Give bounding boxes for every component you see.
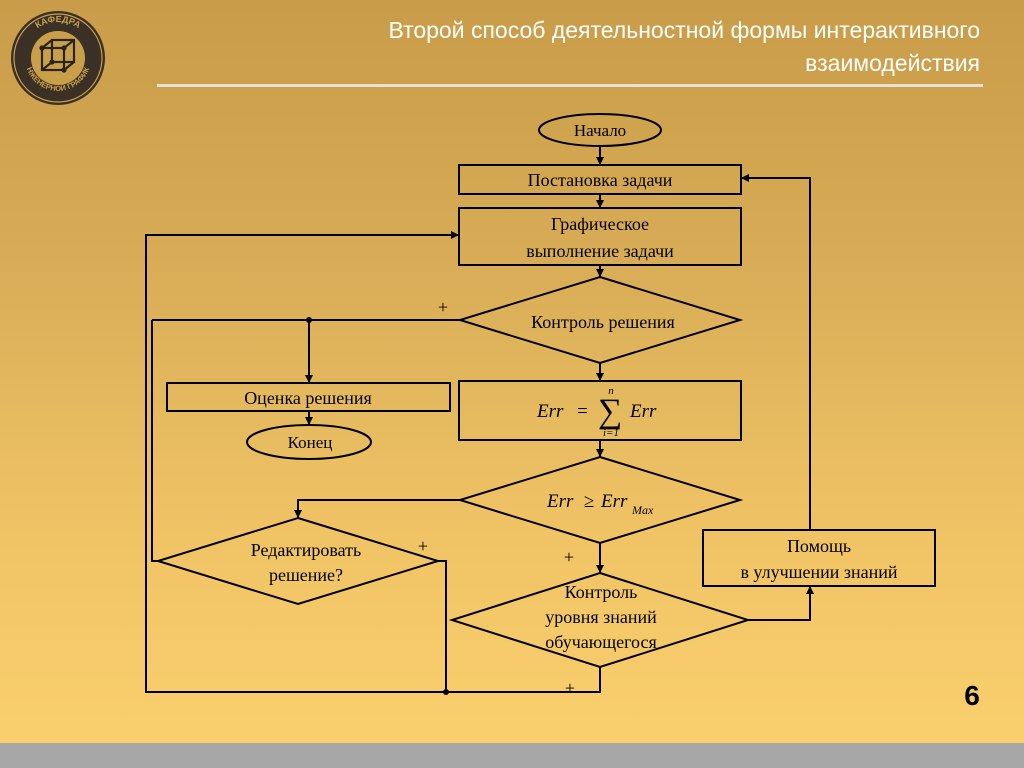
- plus-sign-control: +: [438, 297, 448, 317]
- knowledge-help-box: [702, 529, 936, 587]
- compare-lhs: Err: [546, 491, 574, 512]
- graphic-execution-label-1: Графическое: [551, 214, 649, 234]
- knowledge-help-label-1: Помощь: [787, 536, 851, 556]
- department-logo: КАФЕДРА ИНЖЕНЕРНОЙ ГРАФИКИ: [8, 8, 105, 105]
- knowledge-control-label-2: уровня знаний: [545, 607, 657, 627]
- control-solution-label: Контроль решения: [531, 312, 675, 332]
- junction-dot: [306, 317, 312, 323]
- knowledge-help-label-2: в улучшении знаний: [740, 562, 897, 582]
- junction-dot: [443, 689, 449, 695]
- page-number: 6: [964, 680, 980, 711]
- svg-text:КАФЕДРА: КАФЕДРА: [33, 14, 83, 30]
- slide-title: Второй способ деятельностной формы интер…: [388, 17, 981, 76]
- compare-rhs-subscript: Max: [631, 503, 654, 517]
- edit-solution-label-1: Редактировать: [251, 540, 362, 560]
- task-setup-label: Постановка задачи: [528, 170, 673, 190]
- compare-rhs: Err: [600, 491, 628, 512]
- connector-edit-minus: [151, 320, 158, 562]
- formula-sum-bottom: i=1: [603, 427, 619, 439]
- evaluate-solution-label: Оценка решения: [244, 388, 372, 408]
- footer-bar: [0, 743, 1024, 768]
- formula-lhs: Err: [536, 401, 564, 422]
- sum-sign-icon: ∑: [598, 393, 622, 430]
- knowledge-control-label-3: обучающегося: [545, 632, 656, 652]
- error-compare-formula: Err ≥ Err Max: [546, 491, 654, 517]
- formula-equals: =: [577, 401, 588, 422]
- connector-compare-edit: [294, 499, 460, 518]
- plus-sign-edit: +: [418, 536, 428, 556]
- start-label: Начало: [574, 121, 626, 140]
- connector-knowledge-plus: [145, 231, 601, 693]
- knowledge-control-label-1: Контроль: [565, 582, 638, 602]
- connector-knowledge-help: [748, 586, 814, 621]
- title-divider: [157, 84, 983, 87]
- formula-rhs: Err: [629, 401, 657, 422]
- logo-text-top: КАФЕДРА: [33, 14, 83, 30]
- error-sum-formula: Err = ∑ n i=1 Err: [536, 385, 657, 439]
- edit-solution-diamond: [154, 516, 442, 606]
- formula-sum-top: n: [608, 385, 614, 397]
- compare-operator: ≥: [584, 491, 594, 512]
- end-label: Конец: [288, 433, 333, 452]
- connector-help-task: [741, 174, 811, 530]
- plus-sign-knowledge: +: [565, 678, 575, 698]
- error-compare-diamond: [456, 455, 744, 545]
- plus-sign-compare: +: [564, 547, 574, 567]
- graphic-execution-label-2: выполнение задачи: [526, 241, 674, 261]
- edit-solution-label-2: решение?: [269, 565, 343, 585]
- connector-edit-plus: [438, 560, 447, 692]
